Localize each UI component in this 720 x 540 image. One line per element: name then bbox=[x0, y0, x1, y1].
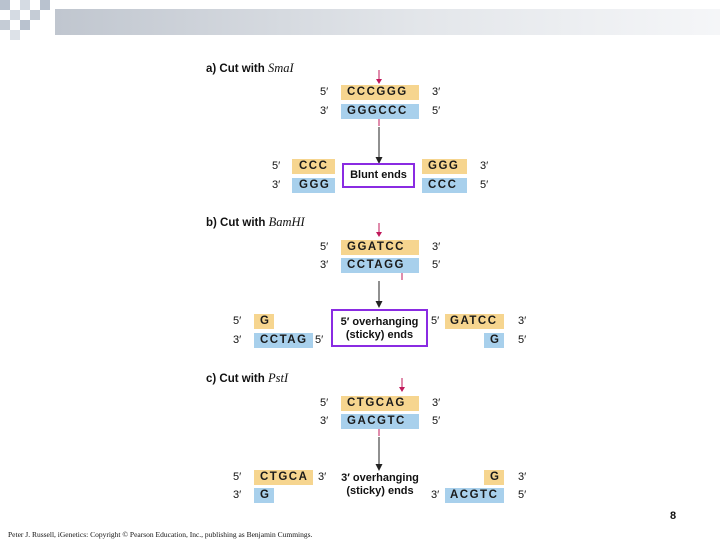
five-prime-label: 5′ bbox=[431, 315, 440, 327]
three-prime-label: 3′ bbox=[233, 334, 242, 346]
overhang-label-line2: (sticky) ends bbox=[346, 485, 414, 497]
blunt-ends-box: Blunt ends bbox=[342, 163, 415, 188]
cut-arrow-top-head bbox=[376, 79, 382, 84]
three-prime-label: 3′ bbox=[320, 105, 329, 117]
bamhi-site-top-strand: GGATCC bbox=[341, 240, 419, 255]
bamhi-right-fragment-top: GATCC bbox=[445, 314, 504, 329]
five-prime-label: 5′ bbox=[432, 105, 441, 117]
five-prime-overhang-box: 5′ overhanging (sticky) ends bbox=[331, 309, 428, 347]
five-prime-label: 5′ bbox=[315, 334, 324, 346]
psti-right-fragment-bottom: ACGTC bbox=[445, 488, 504, 503]
three-prime-label: 3′ bbox=[518, 315, 527, 327]
part-b-heading: b) Cut with BamHI bbox=[206, 215, 305, 229]
result-arrow-head bbox=[375, 301, 383, 308]
five-prime-label: 5′ bbox=[432, 259, 441, 271]
part-c-heading: c) Cut with PstI bbox=[206, 371, 289, 385]
decor-square bbox=[30, 10, 40, 20]
three-prime-label: 3′ bbox=[480, 160, 489, 172]
smai-left-fragment-top: CCC bbox=[292, 159, 335, 174]
psti-site-top-strand: CTGCAG bbox=[341, 396, 419, 411]
page-number: 8 bbox=[670, 510, 677, 522]
decor-square bbox=[10, 10, 20, 20]
decor-square bbox=[0, 0, 10, 10]
three-prime-label: 3′ bbox=[320, 415, 329, 427]
three-prime-label: 3′ bbox=[518, 471, 527, 483]
smai-right-fragment-bottom: CCC bbox=[422, 178, 467, 193]
overhang-label-line1: 5′ overhanging bbox=[340, 316, 419, 328]
three-prime-overhang-label: 3′ overhanging (sticky) ends bbox=[336, 472, 424, 498]
three-prime-label: 3′ bbox=[318, 471, 327, 483]
decor-square bbox=[0, 20, 10, 30]
psti-left-fragment-top: CTGCA bbox=[254, 470, 313, 485]
five-prime-label: 5′ bbox=[272, 160, 281, 172]
decor-square bbox=[40, 0, 50, 10]
result-arrow-head bbox=[375, 464, 383, 471]
five-prime-label: 5′ bbox=[518, 489, 527, 501]
three-prime-label: 3′ bbox=[320, 259, 329, 271]
decor-square bbox=[10, 30, 20, 40]
smai-site-top-strand: CCCGGG bbox=[341, 85, 419, 100]
five-prime-label: 5′ bbox=[320, 241, 329, 253]
psti-site-bottom-strand: GACGTC bbox=[341, 414, 419, 429]
cut-arrow-top-head bbox=[376, 232, 382, 237]
five-prime-label: 5′ bbox=[480, 179, 489, 191]
five-prime-label: 5′ bbox=[518, 334, 527, 346]
blunt-ends-label: Blunt ends bbox=[350, 169, 407, 181]
psti-right-fragment-top: G bbox=[484, 470, 504, 485]
three-prime-label: 3′ bbox=[432, 86, 441, 98]
bamhi-left-fragment-top: G bbox=[254, 314, 274, 329]
three-prime-label: 3′ bbox=[432, 241, 441, 253]
copyright-footer: Peter J. Russell, iGenetics: Copyright ©… bbox=[8, 530, 313, 539]
decor-square bbox=[20, 0, 30, 10]
cut-arrow-top-head bbox=[399, 387, 405, 392]
three-prime-label: 3′ bbox=[431, 489, 440, 501]
smai-site-bottom-strand: GGGCCC bbox=[341, 104, 419, 119]
bamhi-site-bottom-strand: CCTAGG bbox=[341, 258, 419, 273]
result-arrow-head bbox=[375, 157, 383, 164]
overhang-label-line2: (sticky) ends bbox=[345, 329, 414, 341]
decor-square bbox=[20, 20, 30, 30]
five-prime-label: 5′ bbox=[432, 415, 441, 427]
three-prime-label: 3′ bbox=[233, 489, 242, 501]
overhang-label-line1: 3′ overhanging bbox=[341, 472, 419, 484]
five-prime-label: 5′ bbox=[233, 315, 242, 327]
smai-right-fragment-top: GGG bbox=[422, 159, 467, 174]
five-prime-label: 5′ bbox=[320, 397, 329, 409]
five-prime-label: 5′ bbox=[233, 471, 242, 483]
bamhi-left-fragment-bottom: CCTAG bbox=[254, 333, 313, 348]
psti-left-fragment-bottom: G bbox=[254, 488, 274, 503]
smai-left-fragment-bottom: GGG bbox=[292, 178, 335, 193]
five-prime-label: 5′ bbox=[320, 86, 329, 98]
part-a-heading: a) Cut with SmaI bbox=[206, 61, 294, 75]
header-bar bbox=[55, 9, 720, 35]
bamhi-right-fragment-bottom: G bbox=[484, 333, 504, 348]
three-prime-label: 3′ bbox=[272, 179, 281, 191]
three-prime-label: 3′ bbox=[432, 397, 441, 409]
